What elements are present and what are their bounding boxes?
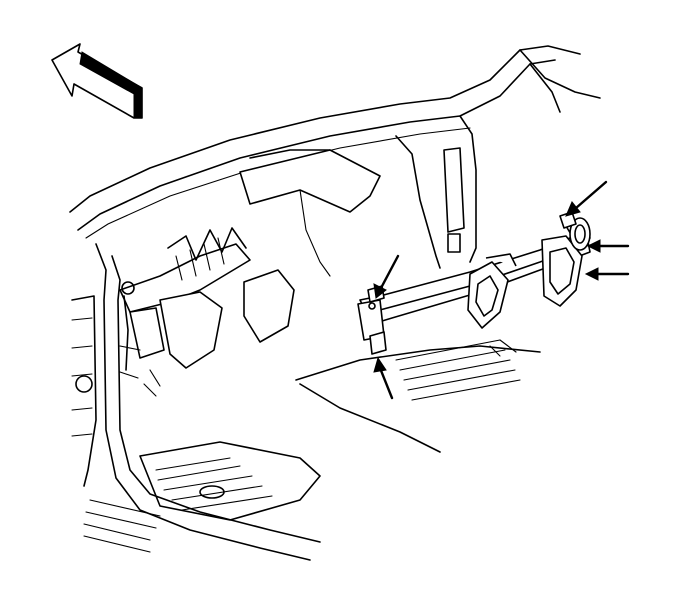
floor-pan: [83, 441, 321, 553]
body-frame-arch: [69, 45, 601, 239]
cross-car-beam: [357, 211, 591, 355]
header-panel: [239, 149, 381, 277]
b-pillar: [395, 115, 477, 269]
callout-arrow-icon: [586, 239, 630, 253]
callout-arrow-icon: [373, 254, 400, 299]
right-floor: [295, 339, 541, 453]
dash-bracket-cluster: [119, 227, 295, 397]
callout-arrows: [373, 180, 630, 400]
callout-arrow-icon: [584, 267, 630, 281]
forward-direction-arrow-icon: [51, 43, 143, 119]
callout-arrow-icon: [565, 180, 608, 217]
left-pillar: [71, 243, 321, 561]
callout-arrow-icon: [373, 356, 394, 400]
